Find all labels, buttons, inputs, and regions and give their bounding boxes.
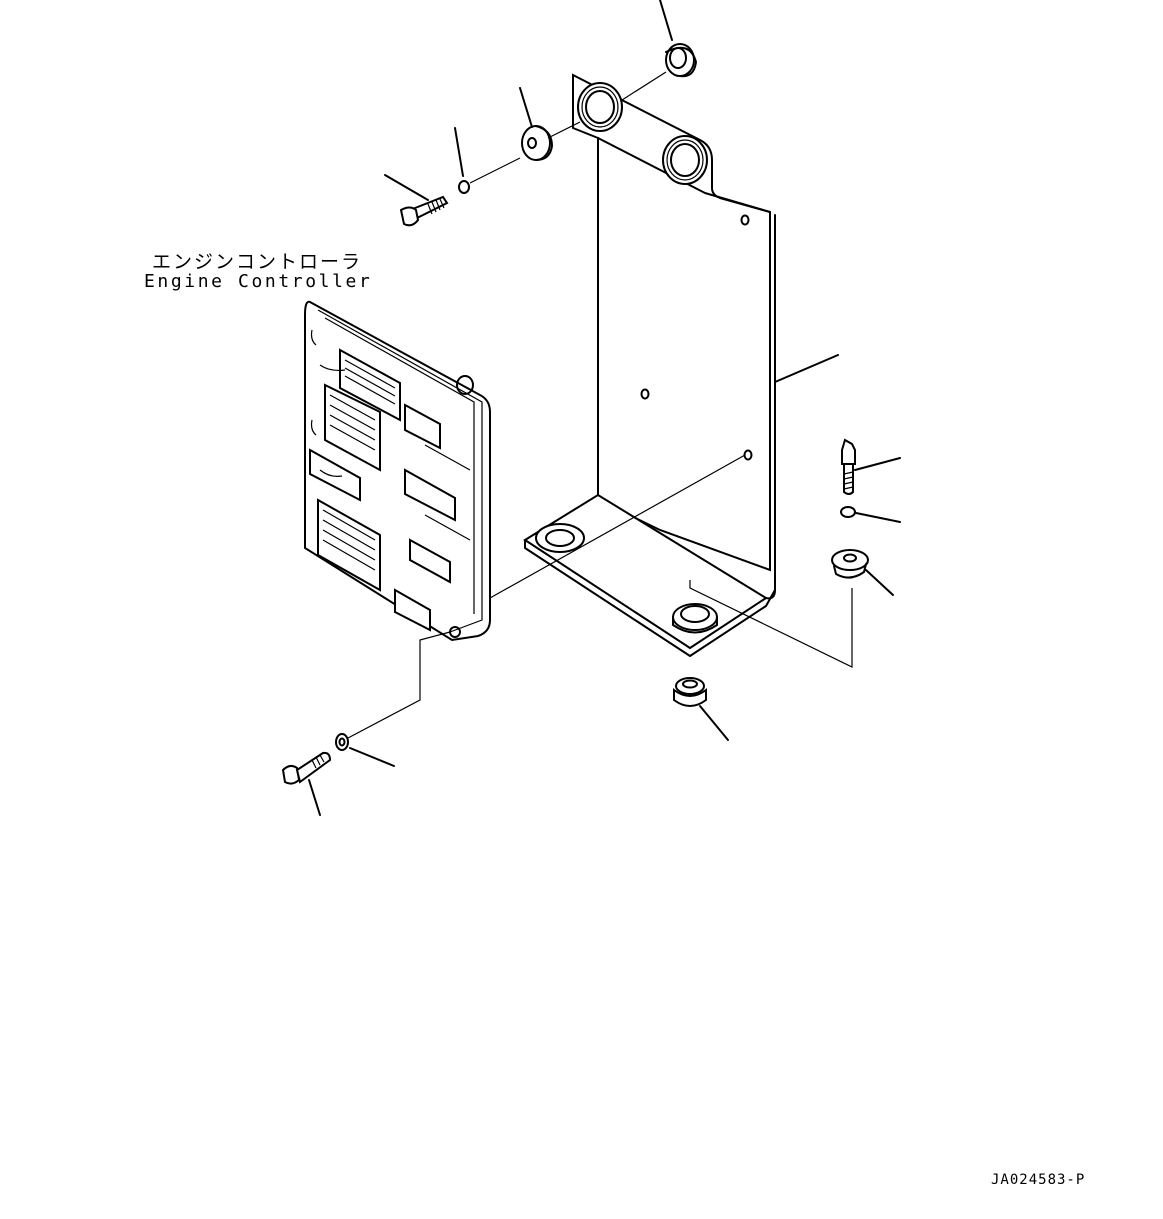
bolt-top (399, 195, 449, 227)
engine-controller (304, 300, 491, 642)
grommet-bottom (673, 677, 707, 707)
grommet-lower-right (672, 603, 718, 634)
washer-top (521, 125, 553, 161)
grommet-lower-left (535, 523, 585, 553)
grommet-right (831, 549, 869, 579)
controller-label-jp: エンジンコントローラ (152, 251, 363, 273)
drawing-number: JA024583-P (991, 1172, 1086, 1188)
leader-lines (308, 0, 901, 816)
spring-washer-top (458, 180, 470, 194)
spring-washer-right (840, 506, 856, 518)
grommet-upper-right (662, 135, 708, 185)
grommet-upper-left (577, 82, 623, 132)
bolt-right (841, 438, 856, 495)
controller-label-en: Engine Controller (144, 271, 373, 292)
mounting-bracket (523, 73, 776, 657)
bolt-lower-left (281, 751, 332, 785)
washer-lower-left (335, 733, 349, 751)
top-grommet (665, 43, 697, 78)
